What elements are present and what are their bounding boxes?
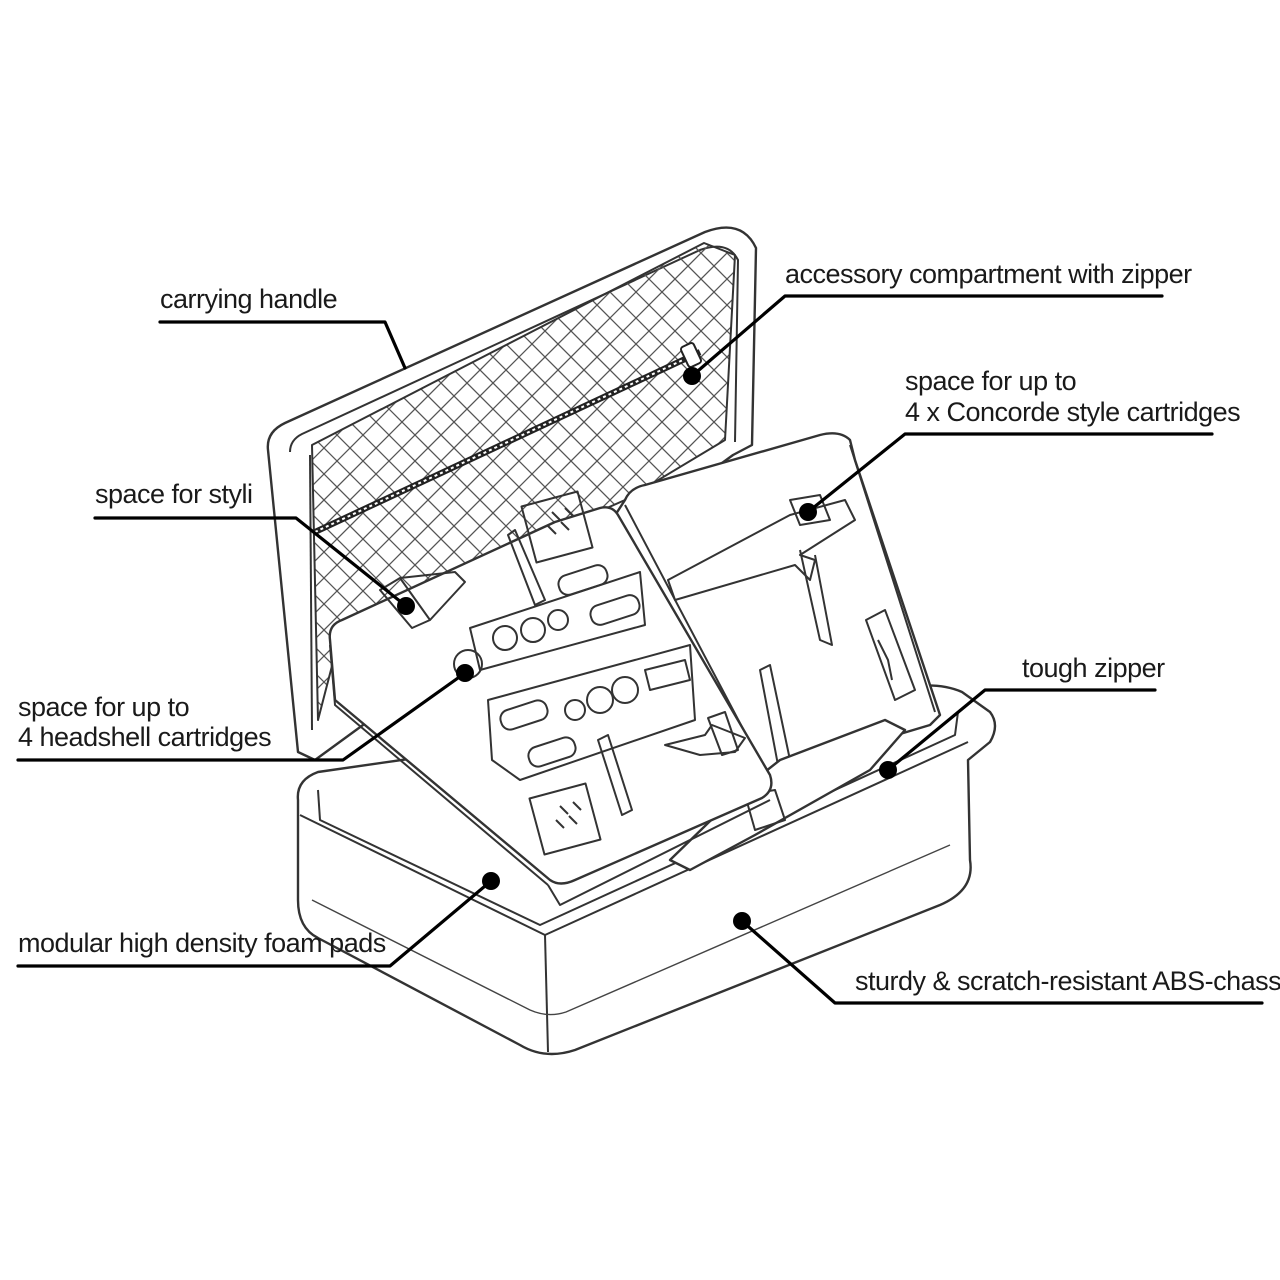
label-headshell-line1: space for up to (18, 692, 189, 722)
mesh-line (312, 243, 703, 720)
mesh-line (960, 200, 1280, 800)
label-abs-chassis: sturdy & scratch-resistant ABS-chassis (855, 966, 1280, 996)
mesh-line (986, 200, 1280, 800)
callout-foam-pads: modular high density foam pads (16, 872, 500, 968)
callouts: carrying handle accessory compartment wi… (16, 259, 1280, 1005)
label-carrying-handle: carrying handle (160, 284, 337, 314)
mesh-line (312, 243, 735, 720)
mesh-line (1246, 200, 1280, 800)
mesh-line (1246, 200, 1280, 800)
label-concorde-line2: 4 x Concorde style cartridges (905, 397, 1240, 427)
label-foam-pads: modular high density foam pads (18, 928, 386, 958)
mesh-line (1142, 200, 1280, 800)
mesh-line (1272, 200, 1280, 800)
mesh-line (1090, 200, 1280, 800)
mesh-line (517, 243, 735, 720)
callout-tough-zipper: tough zipper (879, 653, 1166, 779)
label-accessory-compartment: accessory compartment with zipper (785, 259, 1192, 289)
callout-abs-chassis: sturdy & scratch-resistant ABS-chassis (733, 912, 1280, 1005)
mesh-line (1064, 200, 1280, 800)
mesh-line (621, 243, 735, 720)
mesh-line (1220, 200, 1280, 800)
mesh-line (312, 243, 735, 720)
label-tough-zipper: tough zipper (1022, 653, 1165, 683)
case-illustration (266, 200, 1280, 1056)
mesh-line (569, 243, 735, 720)
mesh-line (986, 200, 1280, 800)
mesh-line (1064, 200, 1280, 800)
callout-styli: space for styli (93, 479, 415, 615)
mesh-line (1012, 200, 1280, 800)
mesh-line (1142, 200, 1280, 800)
mesh-line (1038, 200, 1280, 800)
mesh-line (1194, 200, 1280, 800)
mesh-line (595, 243, 735, 720)
mesh-line (543, 243, 735, 720)
mesh-line (1038, 200, 1280, 800)
mesh-line (1116, 200, 1280, 800)
mesh-line (1090, 200, 1280, 800)
mesh-line (1220, 200, 1280, 800)
mesh-line (1168, 200, 1280, 800)
callout-concorde-cartridges: space for up to 4 x Concorde style cartr… (799, 366, 1241, 521)
label-headshell-line2: 4 headshell cartridges (18, 722, 271, 752)
mesh-line (1168, 200, 1280, 800)
mesh-line (960, 200, 1280, 800)
concorde-foam-pad (610, 432, 942, 792)
headshell-foam-pad (328, 490, 773, 906)
mesh-line (312, 243, 729, 720)
mesh-line (1272, 200, 1280, 800)
mesh-line (1116, 200, 1280, 800)
mesh-line (1012, 200, 1280, 800)
callout-accessory-compartment: accessory compartment with zipper (683, 259, 1193, 385)
callout-headshell-cartridges: space for up to 4 headshell cartridges (16, 664, 474, 762)
label-styli: space for styli (95, 479, 253, 509)
callout-carrying-handle: carrying handle (158, 284, 407, 370)
mesh-line (1194, 200, 1280, 800)
mesh-line (312, 243, 735, 720)
label-concorde-line1: space for up to (905, 366, 1076, 396)
